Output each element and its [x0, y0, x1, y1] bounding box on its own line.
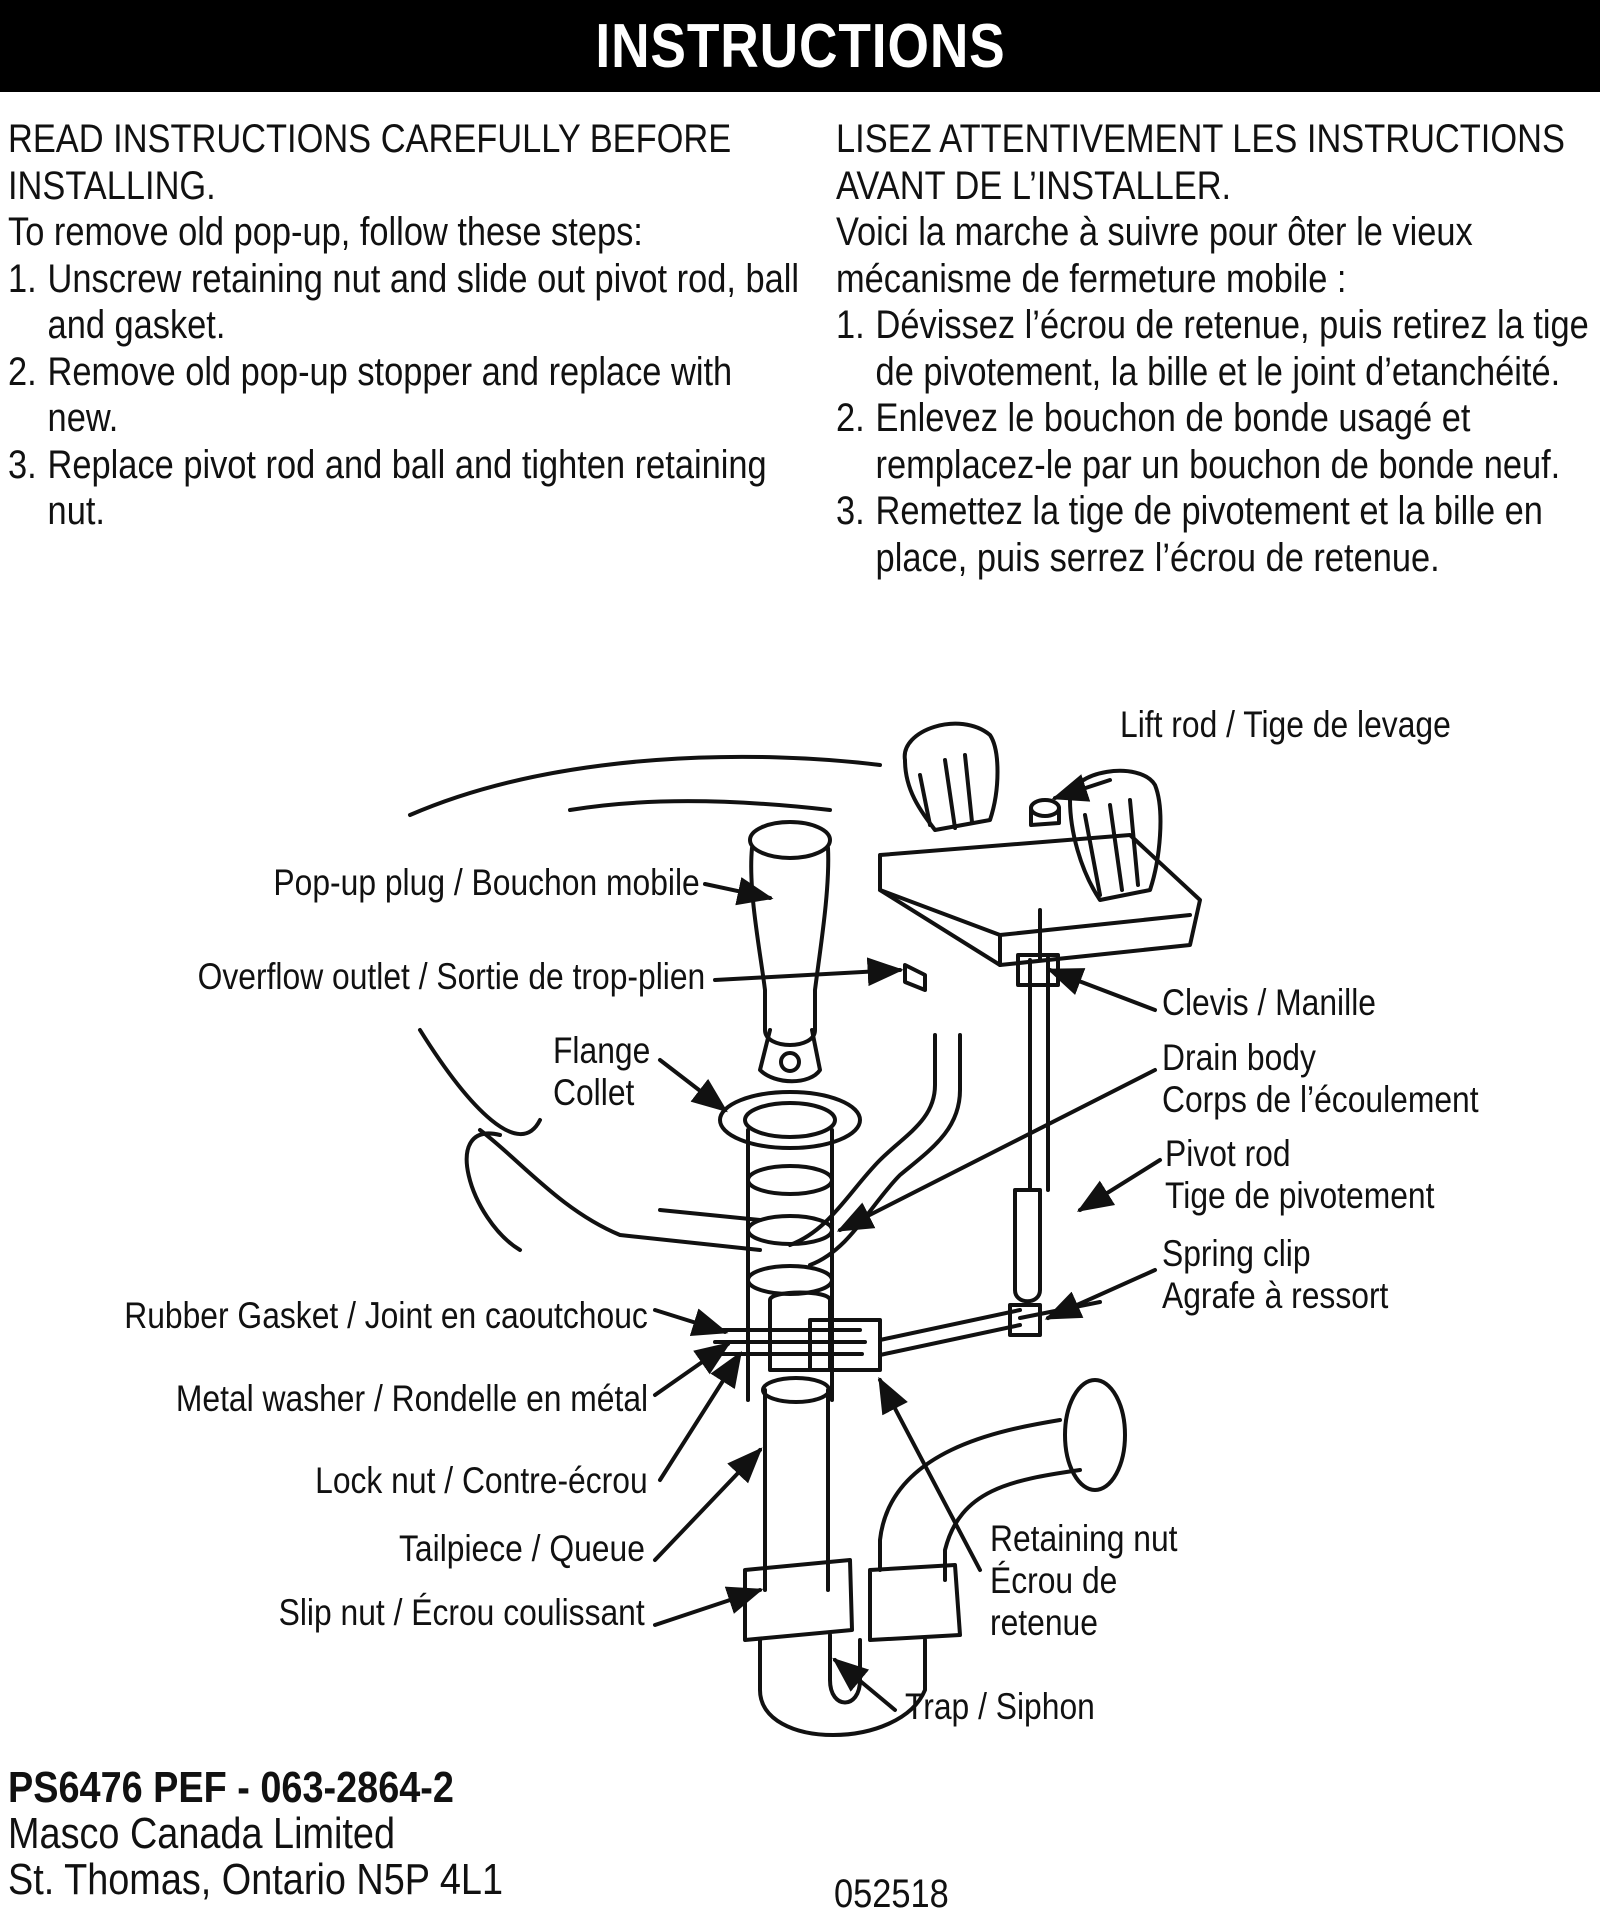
- right-handle: [1068, 768, 1163, 902]
- clevis-strap: [1013, 1188, 1042, 1304]
- instructions-banner: INSTRUCTIONS: [0, 0, 1600, 92]
- lift-rod: [1028, 956, 1050, 1192]
- leader-retaining-nut: [878, 1376, 982, 1572]
- label-retaining-nut-fr-1: Écrou de: [990, 1560, 1118, 1601]
- leader-lock-nut: [658, 1350, 742, 1482]
- document-number: 052518: [834, 1872, 949, 1916]
- company-address: St. Thomas, Ontario N5P 4L1: [8, 1855, 503, 1904]
- label-retaining-nut: Retaining nut: [990, 1518, 1178, 1559]
- label-spring-clip-fr: Agrafe à ressort: [1162, 1275, 1389, 1316]
- flange: [718, 1090, 862, 1150]
- leader-popup-plug: [703, 877, 774, 906]
- step-number: 3.: [8, 442, 37, 487]
- label-drain-body-fr: Corps de l’écoulement: [1162, 1079, 1479, 1120]
- label-lift-rod: Lift rod / Tige de levage: [1120, 704, 1451, 745]
- trap-arm-end: [1063, 1378, 1127, 1492]
- label-tailpiece: Tailpiece / Queue: [399, 1528, 645, 1569]
- leader-flange: [658, 1058, 728, 1113]
- leader-clevis: [1046, 968, 1157, 1012]
- label-collet: Collet: [553, 1072, 635, 1113]
- step-number: 2.: [836, 396, 865, 440]
- step-text: Unscrew retaining nut and slide out pivo…: [47, 256, 800, 348]
- french-step: 3.Remettez la tige de pivotement et la b…: [836, 488, 1598, 581]
- english-intro: To remove old pop-up, follow these steps…: [8, 210, 643, 254]
- drain-assembly-illustration: [408, 721, 1202, 1737]
- french-intro: Voici la marche à suivre pour ôter le vi…: [836, 210, 1473, 301]
- label-pivot-rod-fr: Tige de pivotement: [1165, 1175, 1435, 1216]
- step-number: 1.: [836, 303, 865, 347]
- label-drain-body: Drain body: [1162, 1037, 1316, 1078]
- french-step: 1.Dévissez l’écrou de retenue, puis reti…: [836, 302, 1598, 395]
- product-code: PS6476 PEF - 063-2864-2: [8, 1763, 454, 1812]
- slip-nut: [743, 1558, 854, 1642]
- tailpiece: [763, 1388, 830, 1592]
- label-flange: Flange: [553, 1030, 651, 1071]
- step-number: 1.: [8, 256, 37, 301]
- leader-trap: [832, 1657, 897, 1712]
- popup-plug-stem: [749, 846, 831, 1047]
- step-text: Dévissez l’écrou de retenue, puis retire…: [875, 303, 1589, 394]
- trap-slip-nut: [868, 1563, 962, 1642]
- label-pivot-rod: Pivot rod: [1165, 1133, 1291, 1174]
- sink-bowl-left: [418, 1028, 542, 1136]
- french-instructions: LISEZ ATTENTIVEMENT LES INSTRUCTIONS AVA…: [836, 116, 1600, 581]
- trap: [758, 1633, 927, 1737]
- label-popup-plug: Pop-up plug / Bouchon mobile: [273, 862, 700, 903]
- label-overflow-outlet: Overflow outlet / Sortie de trop-plien: [197, 956, 705, 997]
- sink-inner-rim: [568, 799, 832, 812]
- leader-tailpiece: [653, 1447, 763, 1562]
- gasket-stack: [713, 1328, 867, 1356]
- label-rubber-gasket: Rubber Gasket / Joint en caoutchouc: [124, 1295, 648, 1336]
- sink-basin: [478, 1128, 762, 1252]
- step-text: Remove old pop-up stopper and replace wi…: [47, 349, 733, 441]
- sink-drain-diagram: Lift rod / Tige de levage Pop-up plug / …: [0, 690, 1600, 1760]
- step-text: Replace pivot rod and ball and tighten r…: [47, 442, 767, 534]
- company-name: Masco Canada Limited: [8, 1809, 396, 1858]
- label-metal-washer: Metal washer / Rondelle en métal: [175, 1378, 648, 1419]
- footer-address-block: PS6476 PEF - 063-2864-2 Masco Canada Lim…: [8, 1765, 584, 1903]
- french-warning: LISEZ ATTENTIVEMENT LES INSTRUCTIONS AVA…: [836, 117, 1565, 208]
- trap-arm: [878, 1418, 1082, 1582]
- lift-rod-knob: [1029, 798, 1061, 818]
- label-lock-nut: Lock nut / Contre-écrou: [315, 1460, 648, 1501]
- leader-lift-rod: [1051, 774, 1112, 802]
- leader-rubber-gasket: [653, 1308, 729, 1337]
- english-step: 3.Replace pivot rod and ball and tighten…: [8, 442, 806, 535]
- english-warning: READ INSTRUCTIONS CAREFULLY BEFORE INSTA…: [8, 117, 732, 208]
- english-step: 2.Remove old pop-up stopper and replace …: [8, 349, 806, 442]
- leader-spring-clip: [1044, 1268, 1157, 1320]
- english-instructions: READ INSTRUCTIONS CAREFULLY BEFORE INSTA…: [8, 116, 808, 535]
- step-number: 2.: [8, 349, 37, 394]
- leader-drain-body: [836, 1068, 1157, 1232]
- label-slip-nut: Slip nut / Écrou coulissant: [278, 1592, 645, 1633]
- leader-pivot-rod: [1076, 1158, 1162, 1212]
- french-steps: 1.Dévissez l’écrou de retenue, puis reti…: [836, 302, 1598, 581]
- page-title: INSTRUCTIONS: [594, 11, 1006, 81]
- spring-clip: [1008, 1303, 1042, 1337]
- pivot-housing: [768, 1290, 832, 1372]
- popup-plug-cap: [748, 820, 832, 860]
- label-clevis: Clevis / Manille: [1162, 982, 1376, 1023]
- step-text: Remettez la tige de pivotement et la bil…: [875, 489, 1543, 580]
- english-step: 1.Unscrew retaining nut and slide out pi…: [8, 256, 806, 349]
- overflow-channel: [788, 1033, 937, 1247]
- step-text: Enlevez le bouchon de bonde usagé et rem…: [875, 396, 1561, 487]
- leader-slip-nut: [653, 1586, 764, 1627]
- french-step: 2.Enlevez le bouchon de bonde usagé et r…: [836, 395, 1598, 488]
- sink-outer-rim: [408, 754, 882, 817]
- left-handle: [902, 721, 1000, 832]
- label-retaining-nut-fr-2: retenue: [990, 1602, 1098, 1643]
- step-number: 3.: [836, 489, 865, 533]
- english-steps: 1.Unscrew retaining nut and slide out pi…: [8, 256, 806, 535]
- overflow-outlet: [903, 963, 927, 992]
- label-spring-clip: Spring clip: [1162, 1233, 1311, 1274]
- leader-overflow: [713, 957, 904, 987]
- label-trap: Trap / Siphon: [905, 1686, 1095, 1727]
